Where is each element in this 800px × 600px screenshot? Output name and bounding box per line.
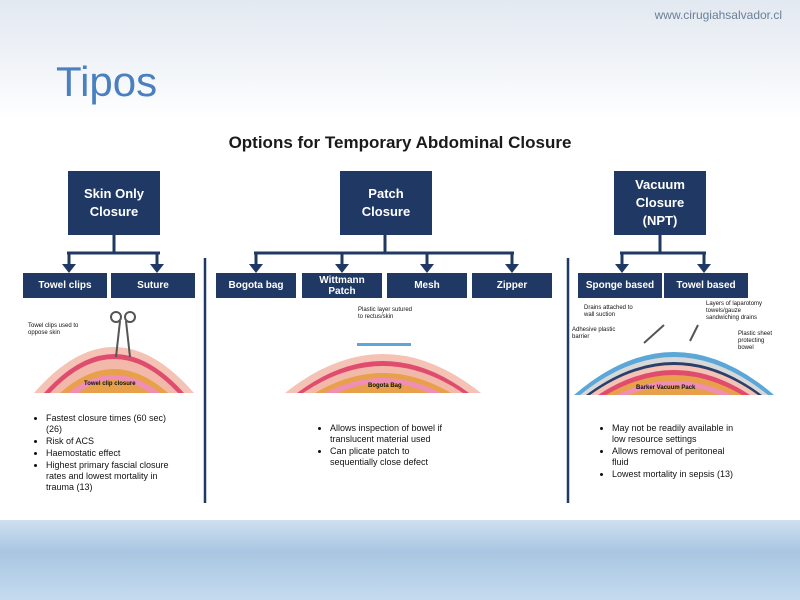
vacuum-note-plastic-sheet: Plastic sheet protecting bowel — [738, 331, 773, 351]
bogota-bag-note: Plastic layer sutured to rectus/skin — [358, 307, 413, 320]
option-zipper: Zipper — [472, 273, 552, 298]
option-towel-based: Towel based — [664, 273, 748, 298]
drain-tube-right — [689, 324, 699, 342]
vacuum-caption: Barker Vacuum Pack — [636, 385, 696, 391]
bogota-bag-illustration — [285, 343, 481, 393]
list-item: Highest primary fascial closure rates an… — [46, 460, 211, 493]
vacuum-note-adhesive: Adhesive plastic barrier — [572, 327, 616, 340]
vacuum-note-towels: Layers of laparotomy towels/gauze sandwi… — [706, 301, 763, 321]
list-item: Lowest mortality in sepsis (13) — [612, 469, 782, 480]
list-item: Haemostatic effect — [46, 448, 211, 459]
option-mesh: Mesh — [387, 273, 467, 298]
site-url: www.cirugiahsalvador.cl — [654, 8, 782, 22]
option-bogota-bag: Bogota bag — [216, 273, 296, 298]
vacuum-note-drains: Drains attached to wall suction — [584, 305, 633, 318]
skin-closure-bullets: Fastest closure times (60 sec) (26) Risk… — [32, 413, 211, 494]
patch-closure-bullets: Allows inspection of bowel if translucen… — [316, 423, 490, 469]
category-patch-closure: Patch Closure — [340, 171, 432, 235]
list-item: Can plicate patch to sequentially close … — [330, 446, 490, 468]
drain-tube-left — [643, 324, 665, 344]
list-item: Risk of ACS — [46, 436, 211, 447]
plastic-layer — [357, 343, 411, 346]
towel-clip-note: Towel clips used to oppose skin — [28, 323, 79, 336]
category-vacuum-closure: Vacuum Closure (NPT) — [614, 171, 706, 235]
option-wittmann-patch: Wittmann Patch — [302, 273, 382, 298]
diagram-title: Options for Temporary Abdominal Closure — [228, 133, 572, 152]
header-background — [0, 0, 800, 120]
option-towel-clips: Towel clips — [23, 273, 107, 298]
vacuum-closure-bullets: May not be readily available in low reso… — [598, 423, 782, 481]
category-skin-only-closure: Skin Only Closure — [68, 171, 160, 235]
bogota-bag-caption: Bogota Bag — [368, 383, 402, 389]
list-item: Fastest closure times (60 sec) (26) — [46, 413, 211, 435]
option-sponge-based: Sponge based — [578, 273, 662, 298]
diagram-panel: Options for Temporary Abdominal Closure — [12, 133, 788, 518]
option-suture: Suture — [111, 273, 195, 298]
towel-clip-illustration — [34, 311, 194, 393]
list-item: Allows removal of peritoneal fluid — [612, 446, 782, 468]
towel-clip-caption: Towel clip closure — [84, 381, 136, 387]
connector-lines — [62, 235, 711, 503]
list-item: Allows inspection of bowel if translucen… — [330, 423, 490, 445]
slide-title: Tipos — [56, 58, 158, 105]
vacuum-pack-illustration — [574, 324, 774, 395]
footer-background — [0, 520, 800, 600]
towel-clip-icon — [110, 311, 136, 358]
list-item: May not be readily available in low reso… — [612, 423, 782, 445]
